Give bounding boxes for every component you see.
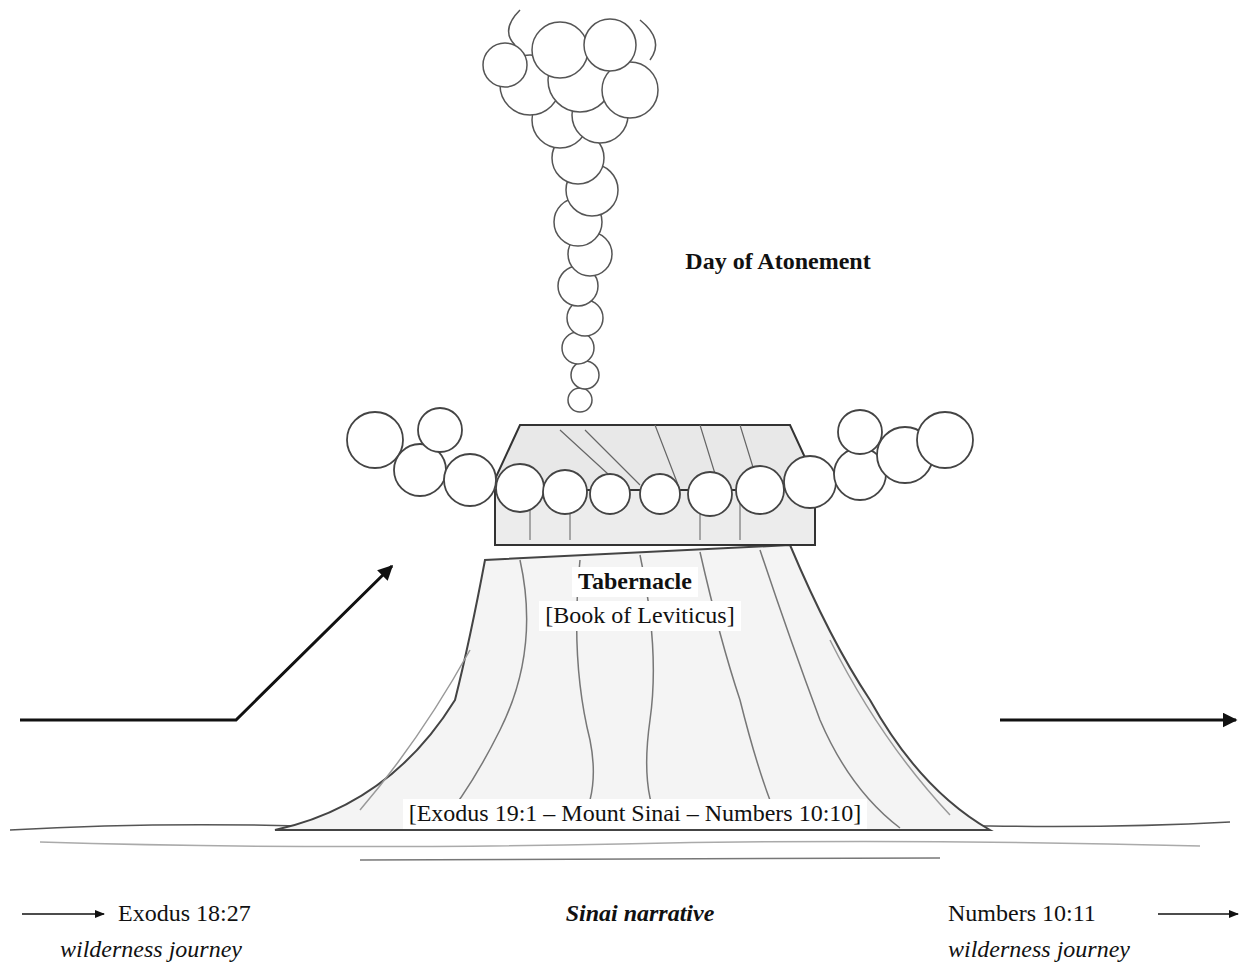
book-label: [Book of Leviticus] — [539, 601, 740, 631]
journey-arrows — [20, 566, 1236, 720]
range-label: [Exodus 19:1 – Mount Sinai – Numbers 10:… — [403, 799, 868, 829]
mountain-ridges — [360, 550, 950, 828]
section-label: Sinai narrative — [566, 900, 715, 928]
tabernacle-tent — [490, 425, 820, 545]
journey-label: wilderness journey — [60, 936, 242, 964]
reference-label: Numbers 10:11 — [948, 900, 1096, 928]
journey-label: wilderness journey — [948, 936, 1130, 964]
mountain — [275, 545, 990, 830]
tabernacle-label: Tabernacle — [572, 567, 698, 597]
cloud-band — [347, 408, 973, 516]
smoke-wisps — [509, 10, 656, 60]
smoke-column — [483, 19, 658, 412]
callout-label: Day of Atonement — [685, 248, 870, 276]
reference-label: Exodus 18:27 — [118, 900, 251, 928]
